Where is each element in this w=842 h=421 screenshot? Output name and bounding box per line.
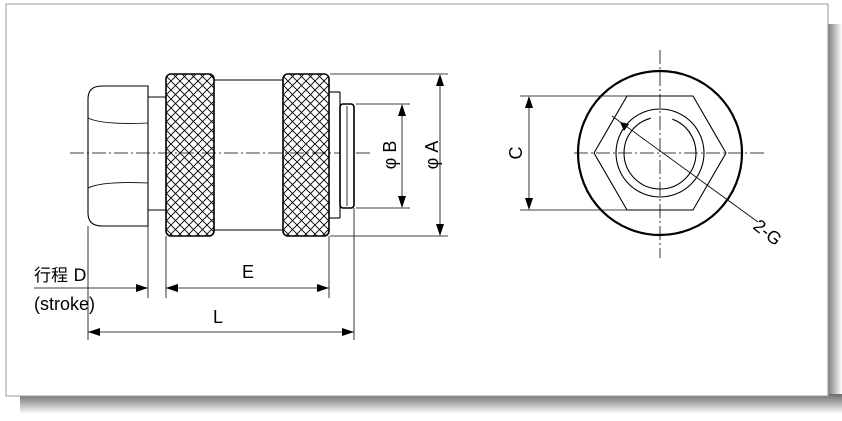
dim-e: E	[166, 262, 329, 292]
panel	[5, 3, 842, 414]
knurl-ring-left	[165, 73, 215, 237]
outer-circle	[576, 69, 744, 237]
dim-e-label: E	[242, 262, 254, 282]
dim-c-label: C	[506, 147, 526, 160]
dim-c: C	[506, 95, 627, 211]
body-middle	[214, 79, 283, 231]
nose	[329, 91, 355, 219]
knurl-ring-right	[282, 73, 330, 237]
bore-inner	[623, 116, 697, 190]
side-view: φ A φ B E 行程 D (stro	[34, 73, 448, 340]
dim-b: φ B	[356, 103, 410, 209]
hexagon	[593, 95, 727, 211]
stroke-label-en: (stroke)	[34, 294, 95, 314]
dim-l-label: L	[213, 307, 223, 327]
dim-l: L	[88, 307, 354, 336]
bore-outer	[615, 108, 705, 198]
dim-d: 行程 D (stroke)	[34, 266, 178, 314]
dim-b-label: φ B	[380, 141, 400, 170]
dim-a-label: φ A	[422, 141, 442, 170]
stroke-label-cn: 行程 D	[34, 266, 87, 286]
dim-a: φ A	[330, 73, 448, 237]
